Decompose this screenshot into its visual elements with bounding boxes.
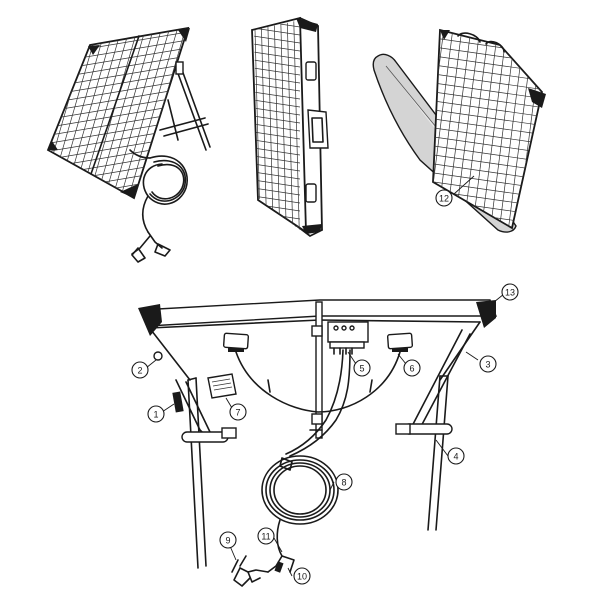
panel-corner-protector	[88, 45, 100, 55]
callout-number: 3	[485, 360, 490, 370]
callout-number: 1	[153, 410, 158, 420]
callout-3: 3	[479, 355, 497, 373]
solar-panel-open	[46, 26, 190, 200]
support-leg-right	[427, 375, 441, 531]
item-2-loop	[153, 351, 163, 361]
callout-circle	[447, 447, 465, 465]
callout-7: 7	[229, 403, 247, 421]
callout-1: 1	[147, 405, 165, 423]
bracket-right	[386, 332, 414, 350]
callout-5: 5	[353, 359, 371, 377]
spec-label-sticker	[207, 373, 237, 399]
latch-top	[305, 61, 317, 81]
panel-corner-protector	[138, 304, 162, 336]
callout-circle	[435, 189, 453, 207]
support-leg-left	[187, 379, 199, 569]
callout-circle	[293, 567, 311, 585]
callout-circle	[147, 405, 165, 423]
callout-number: 5	[359, 364, 364, 374]
callout-number: 11	[261, 532, 270, 542]
callout-number: 13	[505, 288, 515, 298]
interconnect-wire	[235, 351, 401, 413]
alligator-clip-pair	[131, 231, 171, 263]
bracket-left	[222, 332, 250, 350]
callout-number: 8	[341, 478, 346, 488]
kickstand-leg	[181, 69, 211, 148]
figure-folded-case	[251, 16, 329, 238]
callout-8: 8	[335, 473, 353, 491]
panel-corner-protector	[528, 88, 546, 108]
item-1-handle	[172, 391, 184, 413]
callout-circle	[131, 361, 149, 379]
callout-number: 12	[439, 194, 449, 204]
callout-10: 10	[293, 567, 311, 585]
callout-circle	[403, 359, 421, 377]
kickstand-leg	[175, 67, 207, 151]
battery-clips	[231, 555, 284, 587]
figure-rear-view	[138, 299, 498, 587]
charge-controller	[327, 321, 369, 355]
callout-circle	[257, 527, 275, 545]
panel-corner-protector	[296, 18, 318, 32]
panel-corner-protector	[476, 300, 496, 328]
callout-number: 6	[409, 364, 414, 374]
panel-corner-protector	[48, 141, 58, 150]
callout-circle	[501, 283, 519, 301]
callout-number: 7	[235, 408, 240, 418]
panel-corner-protector	[120, 184, 138, 198]
callout-13: 13	[501, 283, 519, 301]
callout-4: 4	[447, 447, 465, 465]
callout-circle	[353, 359, 371, 377]
callout-circle	[229, 403, 247, 421]
callout-6: 6	[403, 359, 421, 377]
leg-strap-left	[181, 431, 229, 443]
callout-circle	[479, 355, 497, 373]
callout-number: 2	[137, 366, 142, 376]
callout-number: 9	[225, 536, 230, 546]
panel-corner-protector	[440, 30, 450, 40]
panel-corner-protector	[302, 224, 322, 234]
callout-leaders	[145, 293, 505, 577]
cable-coil	[129, 149, 188, 233]
latch-bottom	[305, 183, 317, 203]
panel-corner-protector	[178, 28, 190, 42]
callout-number: 4	[453, 452, 458, 462]
callout-9: 9	[219, 531, 237, 549]
callout-12: 12	[435, 189, 453, 207]
callout-2: 2	[131, 361, 149, 379]
callout-circle	[219, 531, 237, 549]
callout-circle	[335, 473, 353, 491]
callout-number: 10	[297, 572, 307, 582]
cable-coil-rear	[261, 455, 339, 557]
callout-11: 11	[257, 527, 275, 545]
leg-strap-right	[403, 423, 453, 435]
